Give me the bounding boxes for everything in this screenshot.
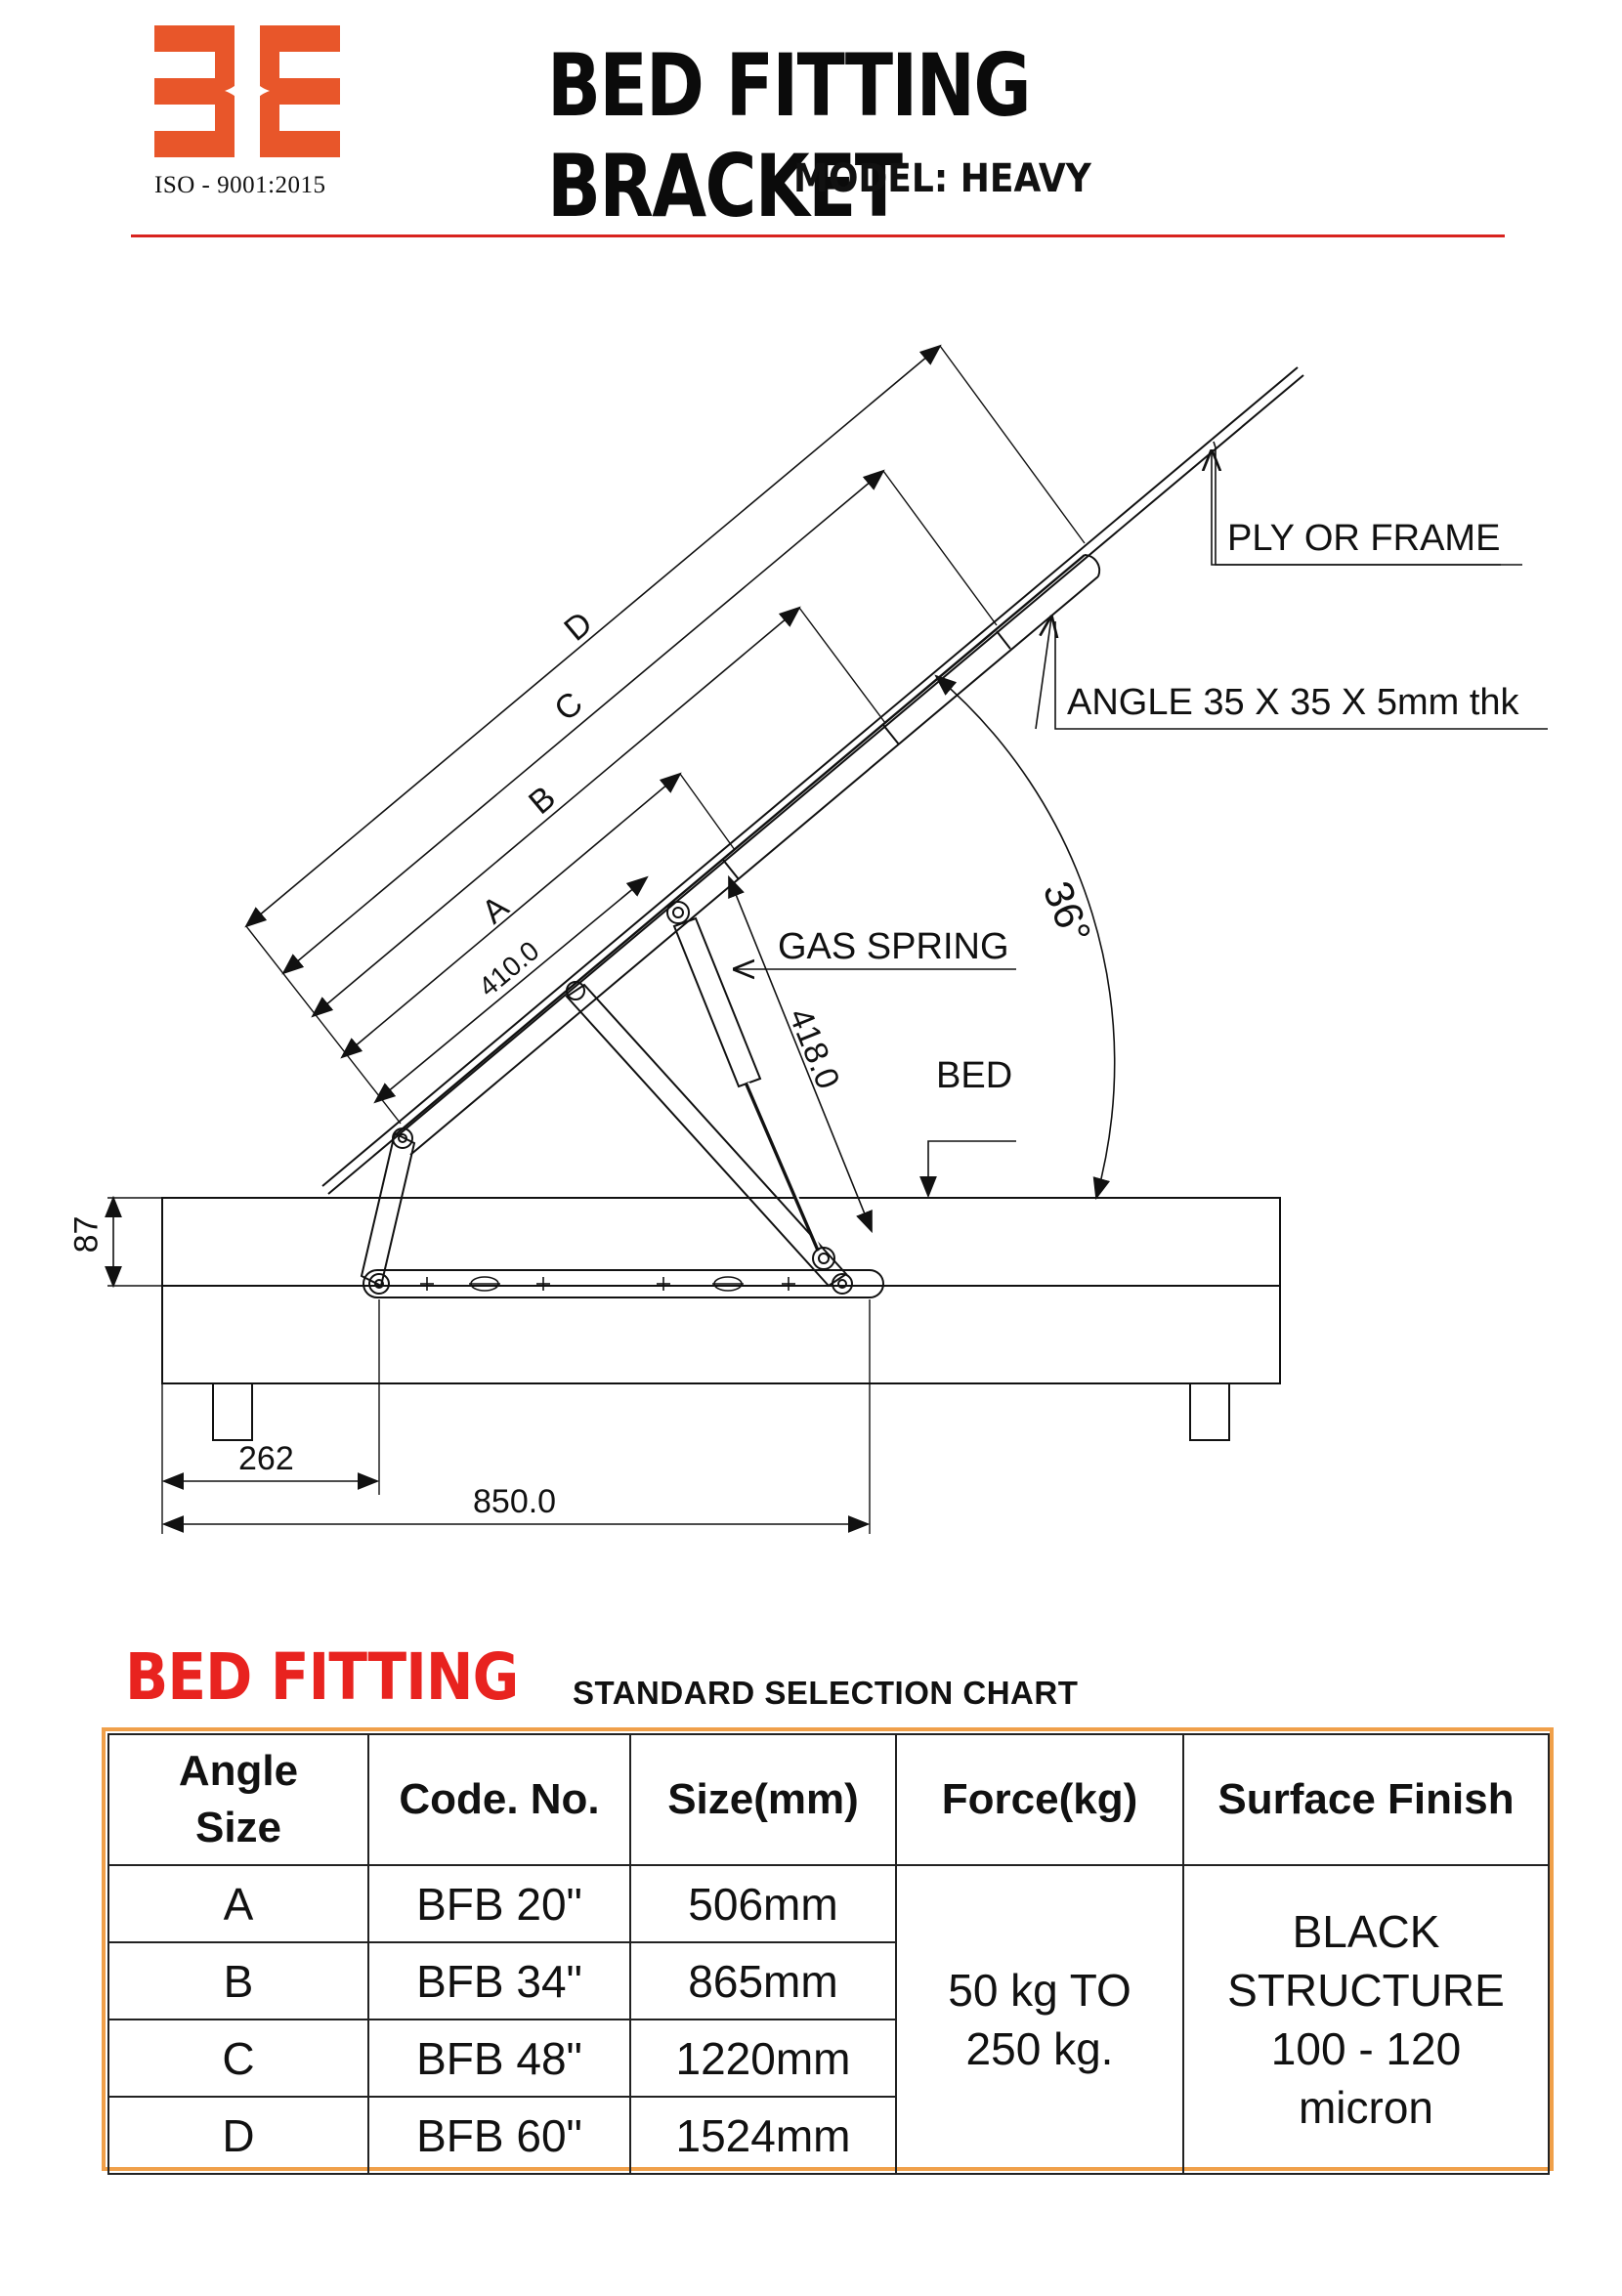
- dim-line-c: [281, 469, 885, 975]
- label-bed: BED: [936, 1055, 1013, 1096]
- table-row: C BFB 48" 1220mm: [107, 2019, 1549, 2098]
- cell-code: BFB 48": [367, 2019, 631, 2098]
- cell-size: 865mm: [629, 1941, 897, 2020]
- cell-code: BFB 20": [367, 1864, 631, 1943]
- cell-angle: A: [107, 1864, 369, 1943]
- dim-line-410: [373, 875, 649, 1104]
- chart-title: BED FITTING: [125, 1639, 519, 1715]
- model-subtitle: MODEL: HEAVY: [793, 156, 1091, 201]
- cell-size: 1524mm: [629, 2096, 897, 2175]
- label-angle: ANGLE 35 X 35 X 5mm thk: [1067, 682, 1519, 723]
- page-title: BED FITTING BRACKET: [547, 35, 1032, 236]
- bed-foot-left: [212, 1382, 253, 1441]
- header-surface-finish: Surface Finish: [1182, 1733, 1550, 1866]
- company-logo: [154, 25, 340, 157]
- angle-rail: [394, 554, 1086, 1136]
- cell-size: 1220mm: [629, 2019, 897, 2098]
- header-code-no: Code. No.: [367, 1733, 631, 1866]
- dim-label-width: 850.0: [473, 1483, 557, 1520]
- header-angle-line1: Angle: [178, 1747, 299, 1795]
- dim-label-offset: 262: [238, 1440, 294, 1477]
- bed-frame-outline: [161, 1197, 1281, 1384]
- table-row: A BFB 20" 506mm 50 kg TO 250 kg. BLACK S…: [107, 1864, 1550, 2175]
- header-force: Force(kg): [895, 1733, 1184, 1866]
- cell-angle: C: [107, 2019, 369, 2098]
- label-gas-spring: GAS SPRING: [778, 926, 1009, 967]
- cell-surface-finish: BLACK STRUCTURE 100 - 120 micron: [1182, 1864, 1550, 2175]
- selection-table: Angle Size Code. No. Size(mm) Force(kg) …: [107, 1733, 1550, 2175]
- angle-arc: [934, 674, 1116, 1201]
- chart-subtitle: STANDARD SELECTION CHART: [573, 1675, 1079, 1711]
- cell-angle: B: [107, 1941, 369, 2020]
- finish-line4: micron: [1298, 2082, 1434, 2133]
- header-divider: [131, 234, 1505, 237]
- header-angle-line2: Size: [194, 1804, 282, 1851]
- cell-code: BFB 34": [367, 1941, 631, 2020]
- table-row: B BFB 34" 865mm: [107, 1941, 1549, 2020]
- base-plate: [363, 1269, 884, 1298]
- bed-foot-right: [1189, 1382, 1230, 1441]
- force-line2: 250 kg.: [965, 2023, 1114, 2074]
- front-link: [360, 1131, 416, 1288]
- technical-drawing: PLY OR FRAME ANGLE 35 X 35 X 5mm thk GAS…: [0, 293, 1622, 1583]
- cell-force: 50 kg TO 250 kg.: [895, 1864, 1184, 2175]
- finish-line1: BLACK: [1292, 1906, 1440, 1957]
- finish-line3: 100 - 120: [1270, 2023, 1462, 2074]
- dim-line-418: [728, 874, 873, 1234]
- drawing-lines: [105, 344, 1548, 1534]
- iso-certification: ISO - 9001:2015: [154, 172, 326, 198]
- table-row: D BFB 60" 1524mm: [107, 2096, 1549, 2175]
- finish-line2: STRUCTURE: [1227, 1965, 1505, 2016]
- table-header-row: Angle Size Code. No. Size(mm) Force(kg) …: [107, 1733, 1550, 1866]
- header-angle-size: Angle Size: [107, 1733, 369, 1866]
- label-ply-or-frame: PLY OR FRAME: [1227, 518, 1501, 559]
- cell-code: BFB 60": [367, 2096, 631, 2175]
- dim-label-height: 87: [67, 1215, 106, 1254]
- cell-angle: D: [107, 2096, 369, 2175]
- header-size: Size(mm): [629, 1733, 897, 1866]
- force-line1: 50 kg TO: [948, 1965, 1131, 2016]
- gas-spring-cylinder: [672, 916, 762, 1088]
- cell-size: 506mm: [629, 1864, 897, 1943]
